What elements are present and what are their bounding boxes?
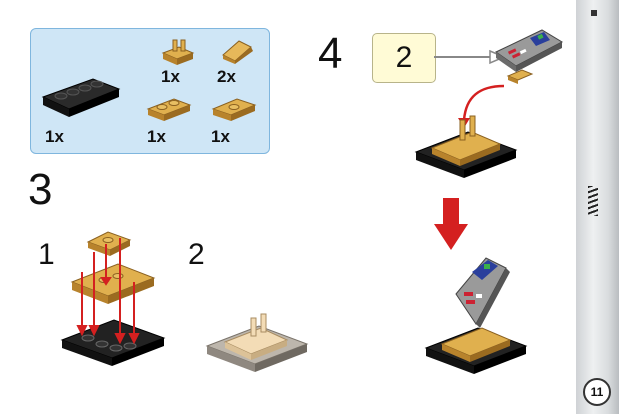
next-stage-arrow [434, 198, 468, 250]
qty-slope: 2x [217, 67, 236, 86]
qty-clip-plate: 1x [161, 67, 180, 86]
qty-jumper-tile: 1x [211, 127, 230, 146]
exploded-assembly-illustration [60, 231, 166, 366]
submodel-callout-box: 2 [372, 33, 436, 83]
sidebar-marks [588, 186, 598, 216]
jumper-tile-icon [211, 98, 257, 121]
step-3-number: 3 [28, 165, 53, 214]
substep-2-number: 2 [188, 238, 205, 271]
parts-list-panel: 1x 1x 2x 1x 1x [30, 28, 270, 154]
black-plate-icon [41, 78, 121, 117]
callout-number: 2 [395, 41, 413, 74]
clip-plate-icon [161, 39, 195, 65]
qty-black-plate: 1x [45, 127, 64, 146]
page-number-badge: 11 [583, 378, 611, 406]
sidebar-marks [591, 10, 597, 16]
substep-1-number: 1 [38, 238, 55, 271]
page-sidebar-strip [576, 0, 619, 414]
plate-1x2-icon [146, 98, 192, 121]
page-number: 11 [590, 385, 604, 399]
assembled-base-illustration [205, 313, 309, 372]
terminal-screen-illustration [495, 29, 564, 84]
final-assembly-illustration [424, 257, 528, 374]
qty-plate-1x2: 1x [147, 127, 166, 146]
step-4-number: 4 [318, 29, 343, 78]
step4-base-illustration [414, 115, 518, 178]
slope-icon [222, 40, 253, 64]
